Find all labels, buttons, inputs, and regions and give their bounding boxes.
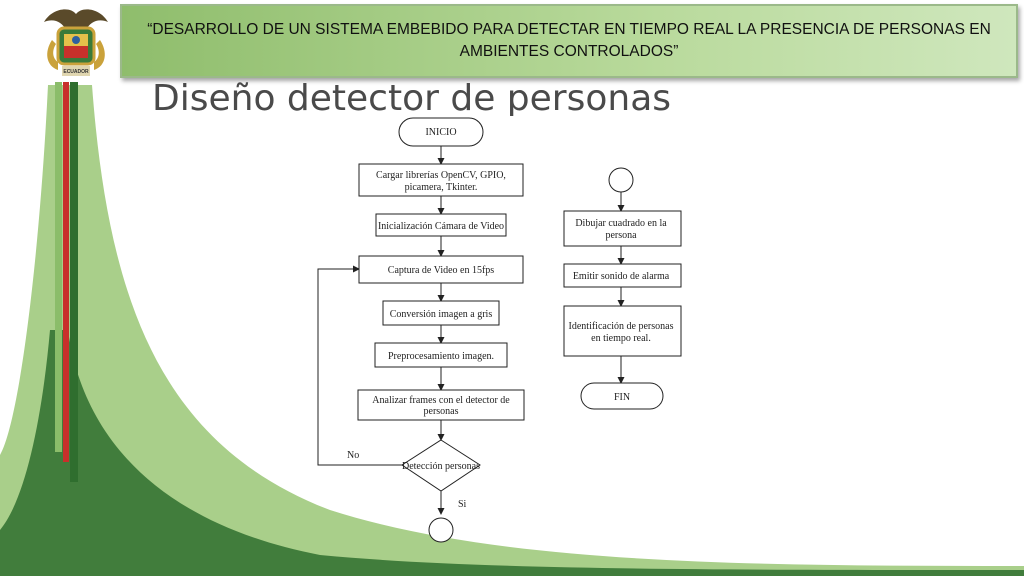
- step-load-libraries-line1: Cargar librerías OpenCV, GPIO,: [376, 170, 506, 181]
- light-green-stripe: [55, 82, 62, 452]
- coat-of-arms-logo: [44, 9, 108, 76]
- start-label: INICIO: [425, 127, 456, 138]
- step-preprocess-label: Preprocesamiento imagen.: [388, 351, 494, 362]
- header-banner: “DESARROLLO DE UN SISTEMA EMBEBIDO PARA …: [120, 4, 1018, 78]
- no-label: No: [347, 450, 359, 461]
- step-capture-video-label: Captura de Video en 15fps: [388, 265, 495, 276]
- step-alarm: [563, 263, 682, 288]
- step-draw-box-line2: persona: [605, 230, 637, 241]
- connector-yes-circle: [428, 517, 454, 543]
- step-load-libraries-line2: picamera, Tkinter.: [405, 182, 478, 193]
- end-terminal: [580, 382, 664, 410]
- dark-green-band: [0, 330, 1024, 576]
- end-label: FIN: [614, 392, 630, 403]
- decision-diamond: [401, 439, 481, 492]
- connector-right-circle: [608, 167, 634, 193]
- step-identify-line1: Identificación de personas: [569, 321, 674, 332]
- step-identify-line2: en tiempo real.: [591, 333, 651, 344]
- yes-label: Si: [458, 499, 467, 510]
- step-init-camera-label: Inicialización Cámara de Video: [378, 221, 504, 232]
- step-grayscale: [382, 300, 500, 326]
- banner-text: “DESARROLLO DE UN SISTEMA EMBEBIDO PARA …: [147, 21, 991, 60]
- step-init-camera: [375, 213, 507, 237]
- step-analyze-frames-line2: personas: [424, 406, 459, 417]
- step-draw-box-line1: Dibujar cuadrado en la: [575, 218, 667, 229]
- slide-title: Diseño detector de personas: [152, 78, 672, 116]
- step-capture-video: [358, 255, 524, 284]
- dark-green-stripe: [70, 82, 78, 482]
- step-analyze-frames: [357, 389, 525, 421]
- logo-caption: ECUADOR: [63, 69, 89, 75]
- red-stripe: [63, 82, 69, 462]
- decision-label: Detección personas: [402, 461, 480, 472]
- step-grayscale-label: Conversión imagen a gris: [390, 309, 493, 320]
- connector-loop-no: [317, 265, 403, 466]
- step-alarm-label: Emitir sonido de alarma: [573, 271, 670, 282]
- step-preprocess: [374, 342, 508, 368]
- step-draw-box: [563, 210, 682, 247]
- step-load-libraries: [358, 163, 524, 197]
- start-terminal: [398, 117, 484, 147]
- step-identify: [563, 305, 682, 357]
- step-analyze-frames-line1: Analizar frames con el detector de: [372, 395, 510, 406]
